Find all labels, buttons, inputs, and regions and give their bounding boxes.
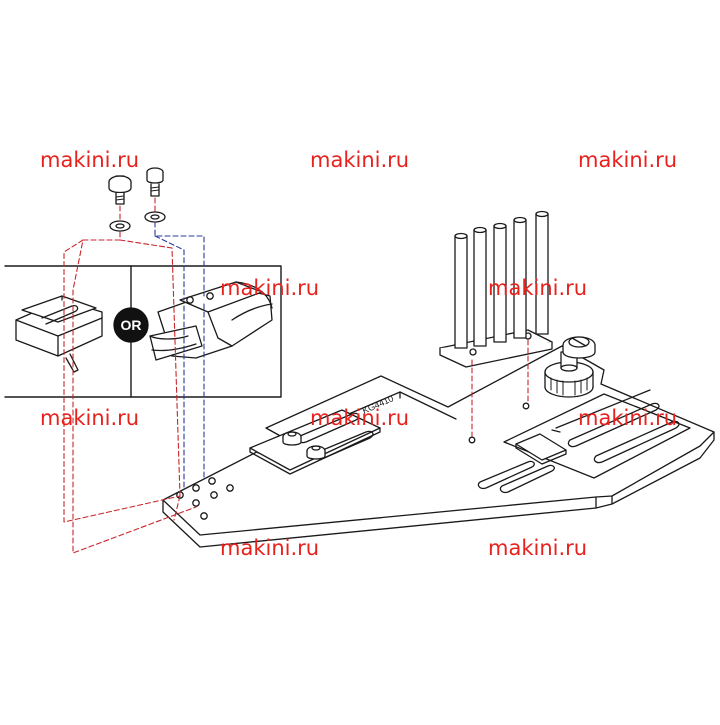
watermark: makini.ru: [40, 406, 140, 430]
watermark: makini.ru: [310, 148, 410, 172]
leader-lines-red: [63, 197, 529, 554]
right-guide-plate: [503, 389, 691, 479]
guide-rods: [454, 210, 549, 349]
fork-presser-attachment: [149, 281, 273, 361]
guide-rod-bracket: [439, 210, 553, 368]
or-label: OR: [121, 317, 142, 333]
washer-left: [109, 220, 131, 232]
watermark: makini.ru: [310, 406, 410, 430]
block-presser-foot: [15, 295, 103, 373]
knurled-knob: [544, 336, 596, 398]
adjuster-screw-left: [282, 431, 302, 446]
or-badge: [113, 307, 149, 343]
watermark: makini.ru: [220, 276, 320, 300]
watermark: makini.ru: [40, 148, 140, 172]
watermark: makini.ru: [488, 536, 588, 560]
watermark: makini.ru: [488, 276, 588, 300]
washer-right: [144, 211, 166, 223]
watermark: makini.ru: [220, 536, 320, 560]
watermark: makini.ru: [578, 406, 678, 430]
mounting-screw-right: [146, 167, 164, 197]
mounting-screw-left: [108, 175, 132, 205]
watermark: makini.ru: [578, 148, 678, 172]
adjuster-screw-right: [306, 445, 326, 460]
plate-slots: [468, 402, 555, 494]
leader-lines-blue: [154, 221, 205, 489]
